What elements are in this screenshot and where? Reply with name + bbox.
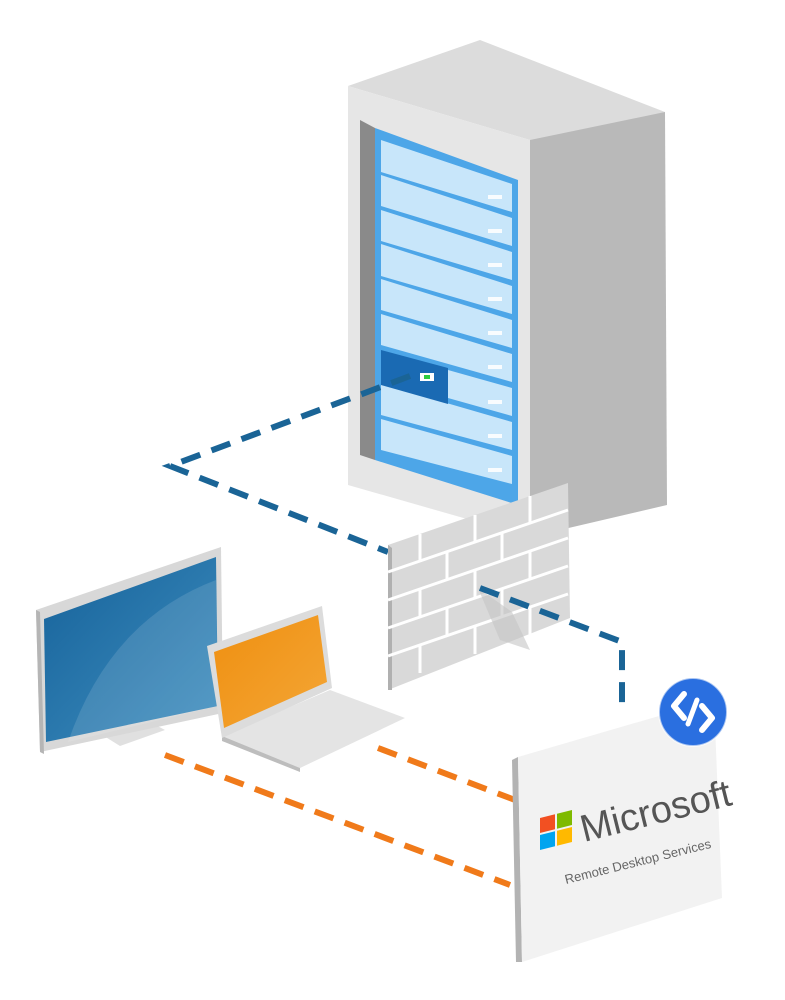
laptop-screen <box>214 615 327 728</box>
rack-unit <box>448 370 512 416</box>
logo-square-red <box>540 814 555 833</box>
active-server-unit <box>381 350 448 404</box>
rack-unit <box>381 314 512 382</box>
rack-units <box>381 140 512 484</box>
microsoft-logo <box>540 810 572 850</box>
logo-square-yellow <box>557 827 572 846</box>
server-rack <box>348 40 667 537</box>
rack-unit <box>381 175 512 246</box>
monitor-connection-line <box>163 752 512 888</box>
rack-unit <box>381 244 512 314</box>
rack-unit <box>381 384 512 450</box>
firewall <box>387 483 570 690</box>
logo-square-green <box>557 810 572 829</box>
desktop-monitor <box>36 547 223 754</box>
rds-sign: Microsoft Remote Desktop Services <box>512 700 736 962</box>
monitor-screen <box>44 557 218 742</box>
rack-unit <box>381 210 512 280</box>
gateway-connection-line <box>478 585 625 705</box>
laptop <box>207 606 405 772</box>
server-connection-line <box>161 373 412 555</box>
rack-unit <box>381 279 512 348</box>
rack-unit <box>381 419 512 484</box>
logo-square-blue <box>540 831 555 850</box>
remote-desktop-icon <box>658 677 728 747</box>
rack-unit <box>381 140 512 212</box>
laptop-connection-line <box>376 745 517 803</box>
